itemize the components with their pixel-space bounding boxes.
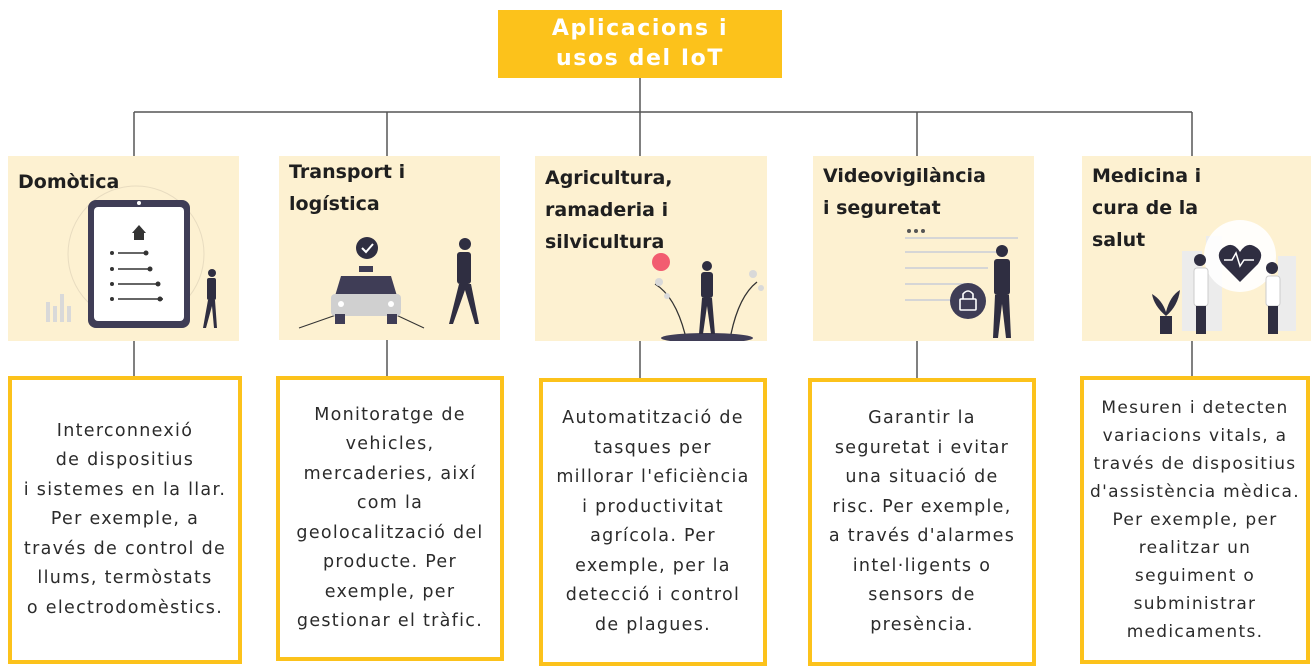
farming-plants-icon: [652, 253, 764, 341]
category-card-transport: Transport i logística: [279, 156, 500, 340]
description-text-agricultura: Automatització de tasques per millorar l…: [556, 408, 750, 635]
description-box-medicina: Mesuren i detecten variacions vitals, a …: [1080, 376, 1310, 664]
diagram-title-line-2: usos del IoT: [555, 46, 724, 71]
category-title-domotica: Domòtica: [18, 171, 120, 193]
description-box-videovigilancia: Garantir la seguretat i evitar una situa…: [808, 378, 1036, 666]
category-card-videovigilancia: Videovigilància i seguretat: [813, 156, 1034, 341]
description-box-agricultura: Automatització de tasques per millorar l…: [539, 378, 767, 666]
category-card-domotica: Domòtica: [8, 156, 239, 341]
category-title-medicina: Medicina i cura de la salut: [1092, 165, 1202, 251]
description-text-medicina: Mesuren i detecten variacions vitals, a …: [1090, 398, 1300, 642]
category-title-transport: Transport i logística: [289, 161, 406, 215]
description-text-videovigilancia: Garantir la seguretat i evitar una situa…: [828, 408, 1016, 635]
category-card-medicina: Medicina i cura de la salut: [1082, 156, 1311, 341]
lock-security-icon: [905, 229, 1018, 338]
heart-health-icon: [1152, 220, 1296, 334]
category-title-videovigilancia: Videovigilància i seguretat: [823, 165, 986, 219]
car-tracking-icon: [298, 237, 479, 329]
description-text-domotica: Interconnexió de dispositius i sistemes …: [23, 420, 227, 618]
diagram-title-box: Aplicacions i usos del IoT: [498, 10, 782, 78]
description-box-transport: Monitoratge de vehicles, mercaderies, ai…: [276, 376, 504, 661]
description-text-transport: Monitoratge de vehicles, mercaderies, ai…: [296, 404, 484, 632]
tablet-smart-home-icon: [46, 185, 217, 328]
category-title-agricultura: Agricultura, ramaderia i silvicultura: [545, 167, 673, 253]
description-box-domotica: Interconnexió de dispositius i sistemes …: [8, 376, 242, 664]
diagram-title-line-1: Aplicacions i: [551, 16, 729, 41]
category-card-agricultura: Agricultura, ramaderia i silvicultura: [535, 156, 767, 341]
